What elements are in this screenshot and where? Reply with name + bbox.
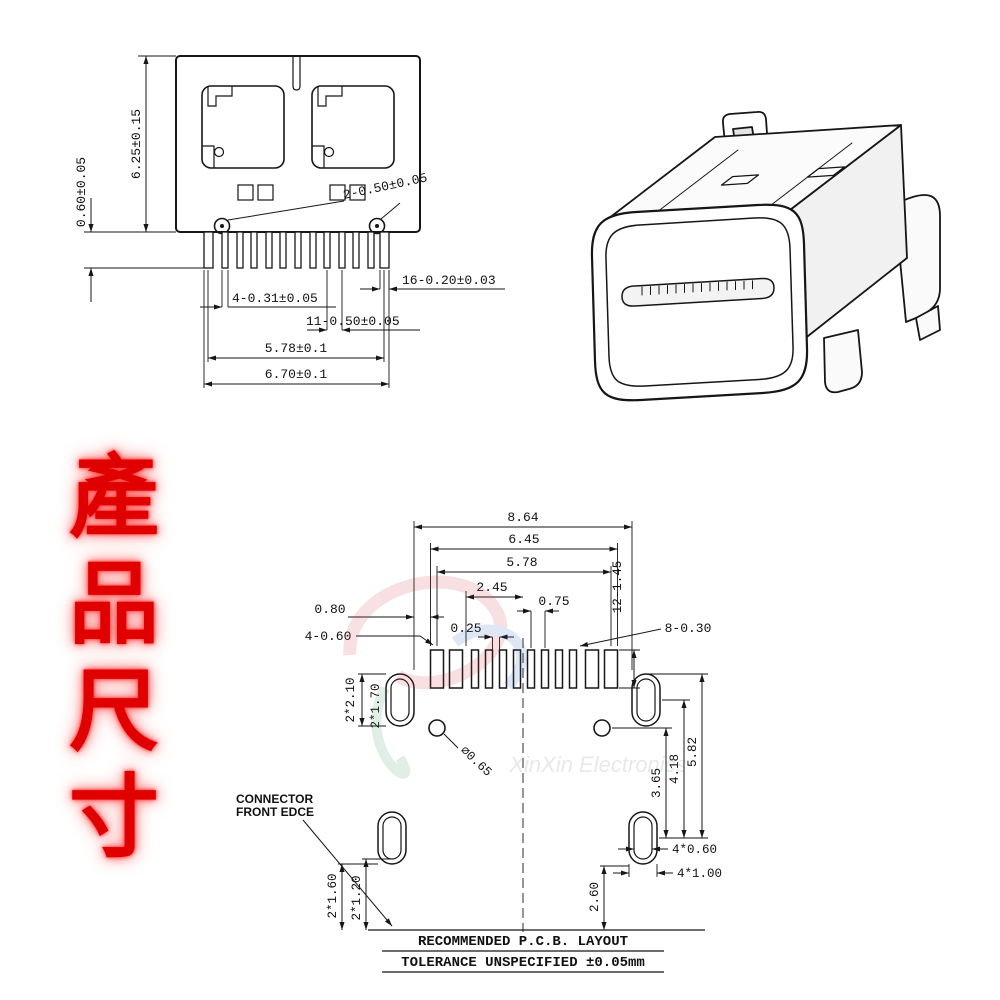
rivet-hole-right bbox=[368, 217, 386, 235]
shell-window-right bbox=[311, 85, 395, 169]
dim-bottom-pad-a: 4*0.60 bbox=[618, 843, 717, 857]
front-edge-label-1: CONNECTOR bbox=[236, 792, 313, 806]
front-view: 6.25±0.15 0.60±0.05 2-0.50±0.05 4-0.31±0… bbox=[74, 55, 505, 388]
dim-pads-wide: 4-0.60 bbox=[305, 629, 434, 646]
dim-0-75: 0.75 bbox=[517, 594, 570, 648]
dim-bottom-slot-a-label: 2*1.60 bbox=[326, 873, 340, 918]
footer-notes: RECOMMENDED P.C.B. LAYOUT TOLERANCE UNSP… bbox=[382, 934, 664, 973]
pcb-slot-top-right bbox=[631, 673, 661, 727]
title-char-2: 品 bbox=[69, 551, 159, 657]
dim-slot-length: 2*2.10 bbox=[344, 673, 386, 727]
dim-hole-dia: ⌀0.65 bbox=[443, 733, 494, 780]
dim-2-45-label: 2.45 bbox=[476, 580, 507, 595]
dim-3-65: 3.65 bbox=[612, 727, 708, 839]
dim-2-60-label: 2.60 bbox=[588, 882, 602, 912]
dim-pin-width-16-label: 16-0.20±0.03 bbox=[402, 273, 496, 288]
product-dimensions-title: 產 品 尺 寸 bbox=[56, 445, 172, 871]
dim-8-64: 8.64 bbox=[413, 510, 633, 670]
dim-0-25: 0.25 bbox=[450, 621, 514, 650]
pcb-slot-top-left bbox=[385, 673, 415, 727]
dim-pin-span: 5.78±0.1 bbox=[207, 270, 385, 362]
iso-top-seams bbox=[647, 142, 853, 220]
dim-bottom-pad-b: 4*1.00 bbox=[613, 864, 722, 881]
pcb-slot-bottom-left bbox=[377, 811, 407, 865]
iso-latch-hole-1 bbox=[720, 174, 760, 186]
iso-front-rim bbox=[605, 217, 794, 387]
front-edge-label-2: FRONT EDCE bbox=[236, 805, 314, 819]
dim-pin-width-16: 16-0.20±0.03 bbox=[360, 270, 505, 292]
footer-line-2: TOLERANCE UNSPECIFIED ±0.05mm bbox=[401, 955, 645, 971]
dim-standoff: 0.60±0.05 bbox=[74, 157, 204, 302]
iso-leg-right-foot bbox=[915, 305, 941, 341]
dim-body-height-label: 6.25±0.15 bbox=[129, 109, 144, 179]
dim-overall-span: 6.70±0.1 bbox=[203, 270, 390, 388]
pcb-layout: 8.64 6.45 5.78 2.45 0.75 0.25 bbox=[236, 510, 722, 932]
contact-windows bbox=[237, 184, 366, 201]
dim-pin-pitch-11-label: 11-0.50±0.05 bbox=[306, 314, 400, 329]
dim-bottom-slot-b-label: 2*1.20 bbox=[350, 875, 364, 920]
watermark-swirl-green bbox=[371, 685, 411, 779]
iso-leg-bottom bbox=[823, 329, 863, 394]
pcb-pad-row bbox=[429, 649, 619, 689]
watermark: XinXin Electronics bbox=[343, 575, 687, 779]
watermark-swirl-blue bbox=[451, 624, 528, 690]
dim-2-60: 2.60 bbox=[588, 865, 629, 930]
pcb-hole-left bbox=[428, 719, 446, 737]
dim-0-80-label: 0.80 bbox=[314, 602, 345, 617]
dim-pin-width-4: 4-0.31±0.05 bbox=[200, 270, 336, 310]
iso-view bbox=[590, 110, 941, 402]
pcb-hole-right bbox=[593, 719, 611, 737]
title-char-1: 產 bbox=[69, 445, 159, 550]
title-char-4: 寸 bbox=[69, 765, 159, 871]
dim-pin-width-4-label: 4-0.31±0.05 bbox=[232, 291, 318, 306]
footer-line-1: RECOMMENDED P.C.B. LAYOUT bbox=[418, 934, 628, 950]
dim-pad-length-label: 12-1.45 bbox=[611, 561, 625, 614]
watermark-swirl-red bbox=[343, 575, 507, 690]
dim-5-78-label: 5.78 bbox=[506, 555, 537, 570]
dim-bottom-slot-a: 2*1.60 bbox=[326, 863, 378, 930]
shell-window-left bbox=[201, 85, 285, 169]
front-edge-callout: CONNECTOR FRONT EDCE bbox=[236, 792, 393, 927]
dim-bottom-pad-a-label: 4*0.60 bbox=[672, 843, 717, 857]
dim-bottom-slot-b: 2*1.20 bbox=[350, 858, 391, 930]
dim-0-25-label: 0.25 bbox=[450, 621, 481, 636]
dim-pad-length: 12-1.45 bbox=[611, 561, 640, 689]
dim-standoff-label: 0.60±0.05 bbox=[74, 157, 89, 227]
body-top-slot bbox=[292, 56, 301, 91]
dim-0-75-label: 0.75 bbox=[538, 594, 569, 609]
dim-3-65-label: 3.65 bbox=[650, 768, 664, 798]
dim-pads-wide-label: 4-0.60 bbox=[305, 629, 352, 644]
connector-body bbox=[175, 55, 421, 233]
dim-6-45-label: 6.45 bbox=[508, 532, 539, 547]
dim-body-height: 6.25±0.15 bbox=[129, 55, 176, 232]
dim-bottom-pad-b-label: 4*1.00 bbox=[677, 867, 722, 881]
dim-pin-pitch-11: 11-0.50±0.05 bbox=[306, 270, 420, 333]
dim-2-45: 2.45 bbox=[465, 580, 523, 646]
iso-tongue-contacts bbox=[641, 280, 753, 296]
dim-0-80: 0.80 bbox=[314, 602, 444, 620]
dim-5-82-label: 5.82 bbox=[686, 737, 700, 767]
dim-5-78: 5.78 bbox=[436, 555, 612, 646]
watermark-text: XinXin Electronics bbox=[508, 752, 686, 777]
dim-4-18: 4.18 bbox=[662, 699, 690, 838]
dim-8-64-label: 8.64 bbox=[507, 510, 538, 525]
pin-comb bbox=[203, 231, 390, 269]
dim-slot-inner-label: 2*1.70 bbox=[369, 683, 383, 728]
pcb-slot-bottom-right bbox=[628, 811, 658, 865]
dim-pads-narrow-label: 8-0.30 bbox=[665, 621, 712, 636]
dim-pads-narrow: 8-0.30 bbox=[579, 621, 712, 647]
dim-pin-span-label: 5.78±0.1 bbox=[265, 341, 328, 356]
dim-slot-length-label: 2*2.10 bbox=[344, 677, 358, 722]
dim-6-45: 6.45 bbox=[430, 532, 618, 646]
dim-hole-dia-label: ⌀0.65 bbox=[457, 744, 494, 780]
dim-4-18-label: 4.18 bbox=[668, 754, 682, 784]
dim-5-82: 5.82 bbox=[648, 673, 708, 838]
title-char-3: 尺 bbox=[69, 658, 159, 764]
dim-overall-span-label: 6.70±0.1 bbox=[265, 367, 328, 382]
